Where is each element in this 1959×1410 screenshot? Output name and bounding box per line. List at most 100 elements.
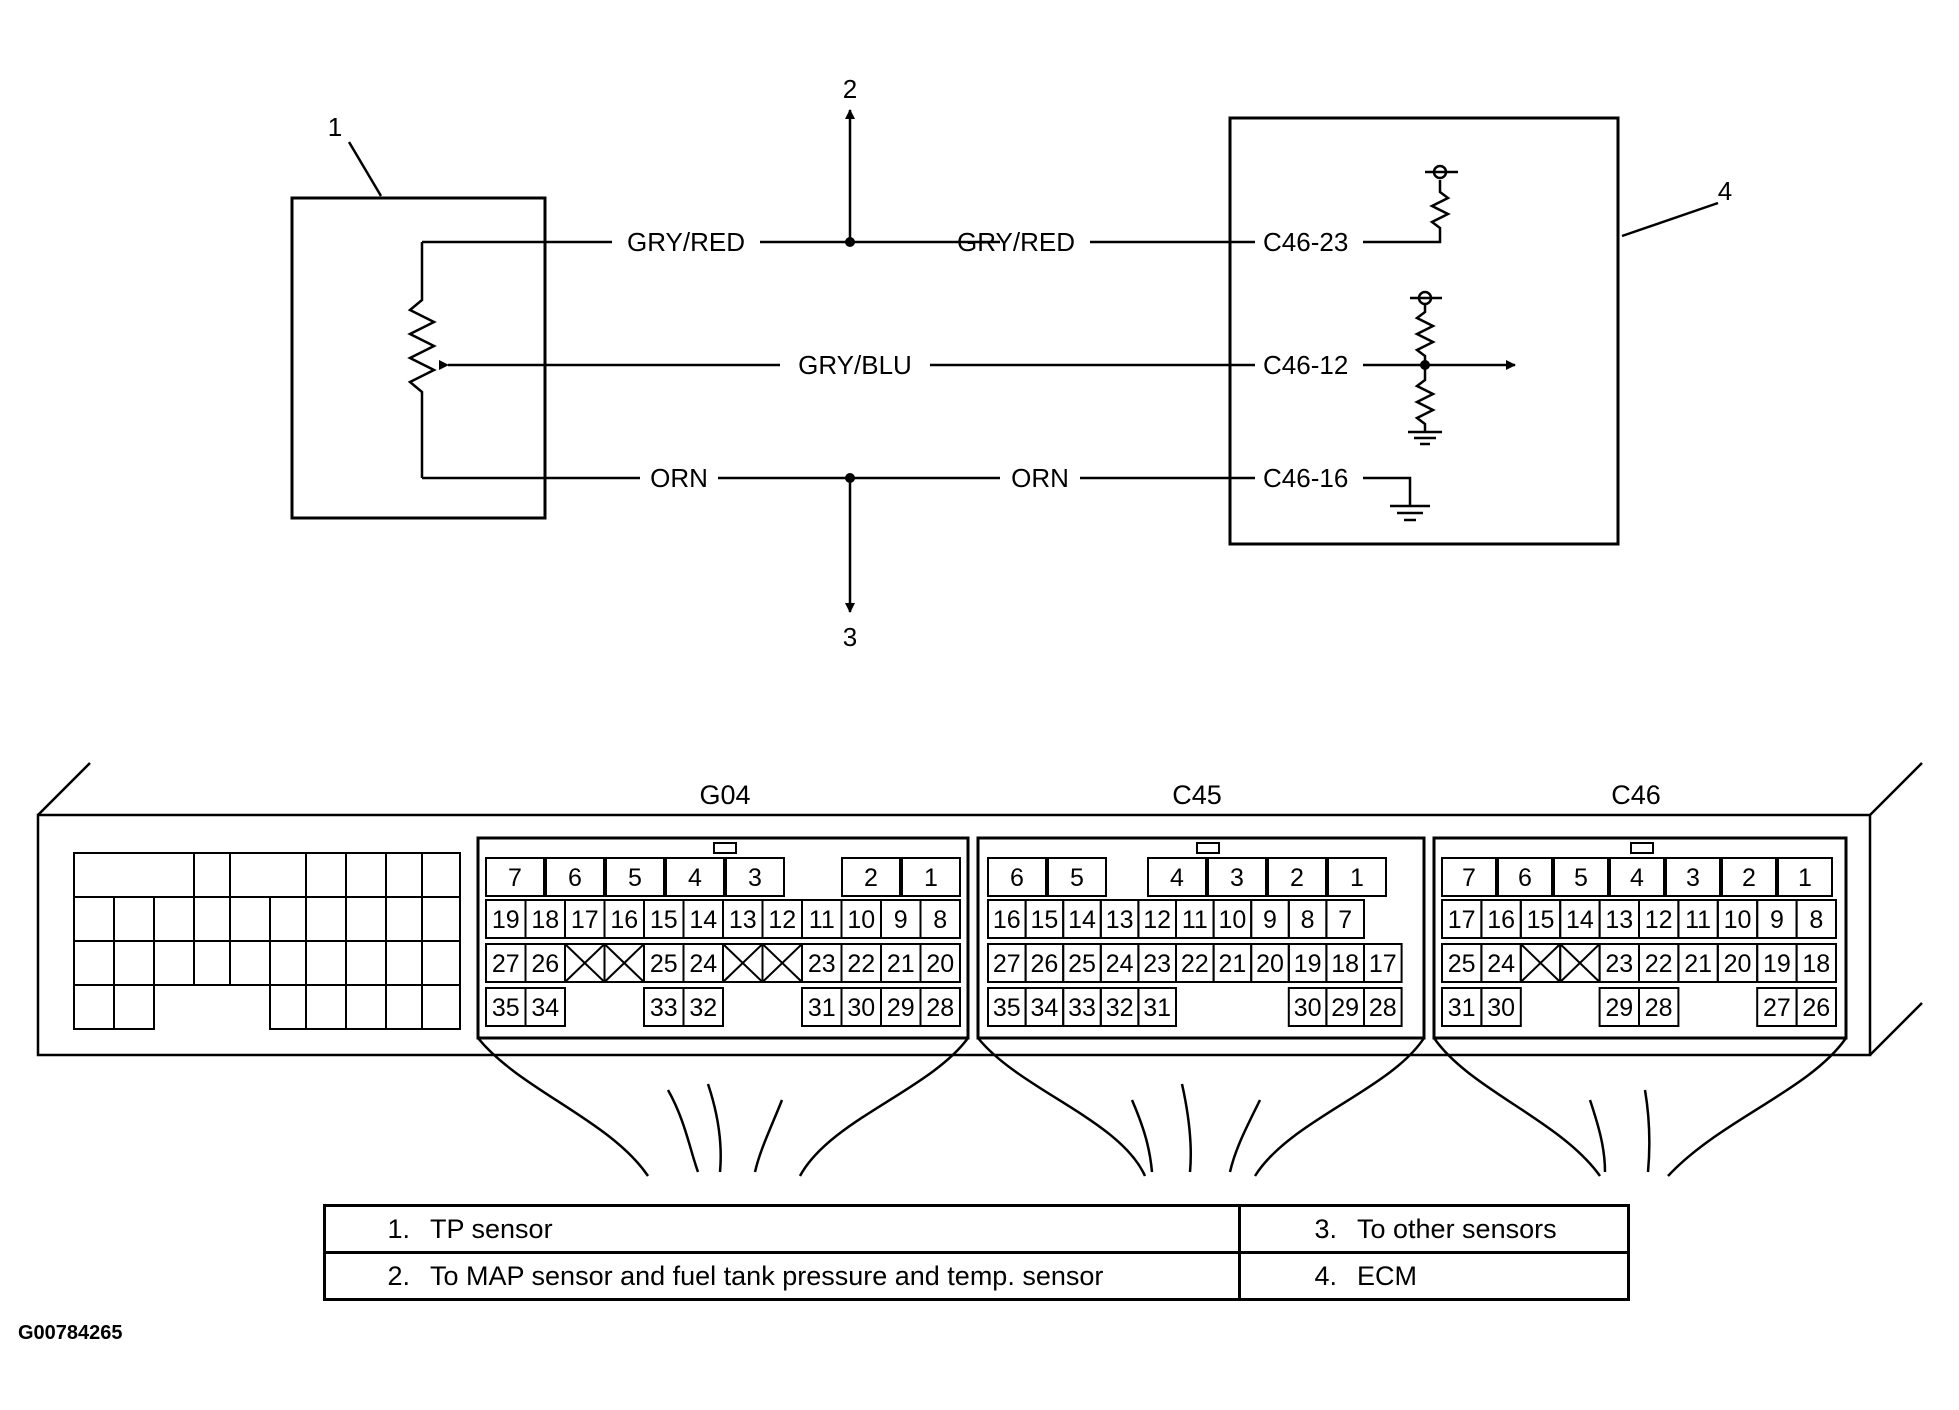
left-connector-grid — [73, 852, 461, 1030]
pin-cell: 34 — [1024, 987, 1065, 1027]
pin-number: 10 — [1724, 906, 1752, 934]
pin-number: 33 — [650, 994, 678, 1022]
pin-number: 13 — [1106, 906, 1134, 934]
pin-number: 20 — [1256, 950, 1284, 978]
pin-cell: 20 — [1250, 943, 1290, 983]
grid-cell — [193, 896, 231, 942]
pin-cell: 15 — [1519, 899, 1562, 939]
pin-cell: 32 — [682, 987, 724, 1027]
pin-number: 8 — [933, 906, 947, 934]
pin-number: 23 — [808, 950, 836, 978]
pin-number: 9 — [1770, 906, 1784, 934]
legend-text: TP sensor — [430, 1213, 553, 1244]
pin-cell: 4 — [1609, 857, 1665, 897]
tp-sensor-box — [290, 196, 547, 520]
schematic — [290, 109, 1719, 613]
pin-number: 22 — [847, 950, 875, 978]
pin-cell: 33 — [643, 987, 685, 1027]
pin-cell: 22 — [1638, 943, 1680, 983]
pin-number: 17 — [1369, 950, 1397, 978]
pin-cell: 17 — [1363, 943, 1403, 983]
pin-number: 35 — [993, 994, 1021, 1022]
pin-number: 3 — [748, 864, 762, 892]
pin-number: 4 — [1170, 864, 1184, 892]
pin-cell: 14 — [1559, 899, 1601, 939]
pin-number: 14 — [1068, 906, 1096, 934]
pin-cell: 12 — [761, 899, 803, 939]
pin-number: 1 — [924, 864, 938, 892]
pin-number: 25 — [1068, 950, 1096, 978]
pin-number: 23 — [1143, 950, 1171, 978]
pin-cell: 5 — [1047, 857, 1107, 897]
pin-number: 27 — [993, 950, 1021, 978]
pin-cell: 2 — [1267, 857, 1327, 897]
pin-cell: 8 — [1795, 899, 1837, 939]
pin-number: 32 — [689, 994, 717, 1022]
grid-cell — [229, 940, 271, 986]
terminal-label-c46-12: C46-12 — [1263, 350, 1348, 380]
pin-cell: 29 — [1325, 987, 1366, 1027]
pin-number: 9 — [1263, 906, 1277, 934]
pin-cell: 25 — [1441, 943, 1483, 983]
grid-cell — [73, 984, 115, 1030]
grid-cell — [269, 940, 307, 986]
blocked-pin-cell — [1559, 943, 1601, 983]
grid-cell — [269, 896, 307, 942]
pin-number: 31 — [808, 994, 836, 1022]
grid-cell — [345, 896, 387, 942]
pin-number: 19 — [492, 906, 520, 934]
pin-number: 17 — [571, 906, 599, 934]
pin-cell: 3 — [1207, 857, 1267, 897]
pin-cell: 1 — [901, 857, 961, 897]
pin-cell: 4 — [665, 857, 725, 897]
pin-number: 34 — [1030, 994, 1058, 1022]
pin-number: 26 — [1802, 994, 1830, 1022]
wire-label-gry-red-left: GRY/RED — [627, 227, 745, 257]
pin-number: 8 — [1301, 906, 1315, 934]
pin-cell: 13 — [1099, 899, 1140, 939]
pin-cell: 21 — [1212, 943, 1253, 983]
pin-number: 26 — [531, 950, 559, 978]
pin-number: 6 — [568, 864, 582, 892]
pin-cell: 35 — [987, 987, 1027, 1027]
pin-number: 24 — [689, 950, 717, 978]
pin-number: 29 — [887, 994, 915, 1022]
pin-number: 1 — [1350, 864, 1364, 892]
grid-cell — [113, 984, 155, 1030]
pin-number: 2 — [864, 864, 878, 892]
legend-number: 2. — [387, 1260, 410, 1291]
pin-cell: 3 — [725, 857, 785, 897]
pin-cell: 17 — [564, 899, 606, 939]
pin-number: 5 — [1574, 864, 1588, 892]
wire-label-orn-left: ORN — [650, 463, 708, 493]
pin-number: 18 — [531, 906, 559, 934]
pin-cell: 23 — [1598, 943, 1640, 983]
pin-cell: 19 — [485, 899, 527, 939]
pin-cell: 28 — [1638, 987, 1680, 1027]
pin-cell: 35 — [485, 987, 527, 1027]
pin-cell: 31 — [801, 987, 843, 1027]
grid-cell — [73, 852, 195, 898]
pin-cell: 11 — [1175, 899, 1215, 939]
pin-number: 12 — [1143, 906, 1171, 934]
pin-cell: 27 — [485, 943, 527, 983]
pin-number: 12 — [768, 906, 796, 934]
grid-cell — [269, 984, 307, 1030]
pin-number: 6 — [1518, 864, 1532, 892]
connector-label-c45: C45 — [1172, 780, 1222, 810]
pin-number: 30 — [1294, 994, 1322, 1022]
callout-1-leader — [347, 141, 383, 197]
legend-item-4: 4.ECM — [1238, 1251, 1630, 1301]
legend-text: ECM — [1357, 1260, 1417, 1291]
grid-cell — [73, 940, 115, 986]
pin-cell: 1 — [1327, 857, 1387, 897]
tp-potentiometer-resistor — [407, 242, 437, 478]
pin-cell: 5 — [605, 857, 665, 897]
grid-cell — [153, 940, 195, 986]
pin-cell: 25 — [643, 943, 685, 983]
pin-cell: 20 — [919, 943, 961, 983]
grid-cell — [113, 940, 155, 986]
pin-number: 7 — [1338, 906, 1352, 934]
pin-number: 30 — [1487, 994, 1515, 1022]
blocked-pin-cell — [722, 943, 764, 983]
